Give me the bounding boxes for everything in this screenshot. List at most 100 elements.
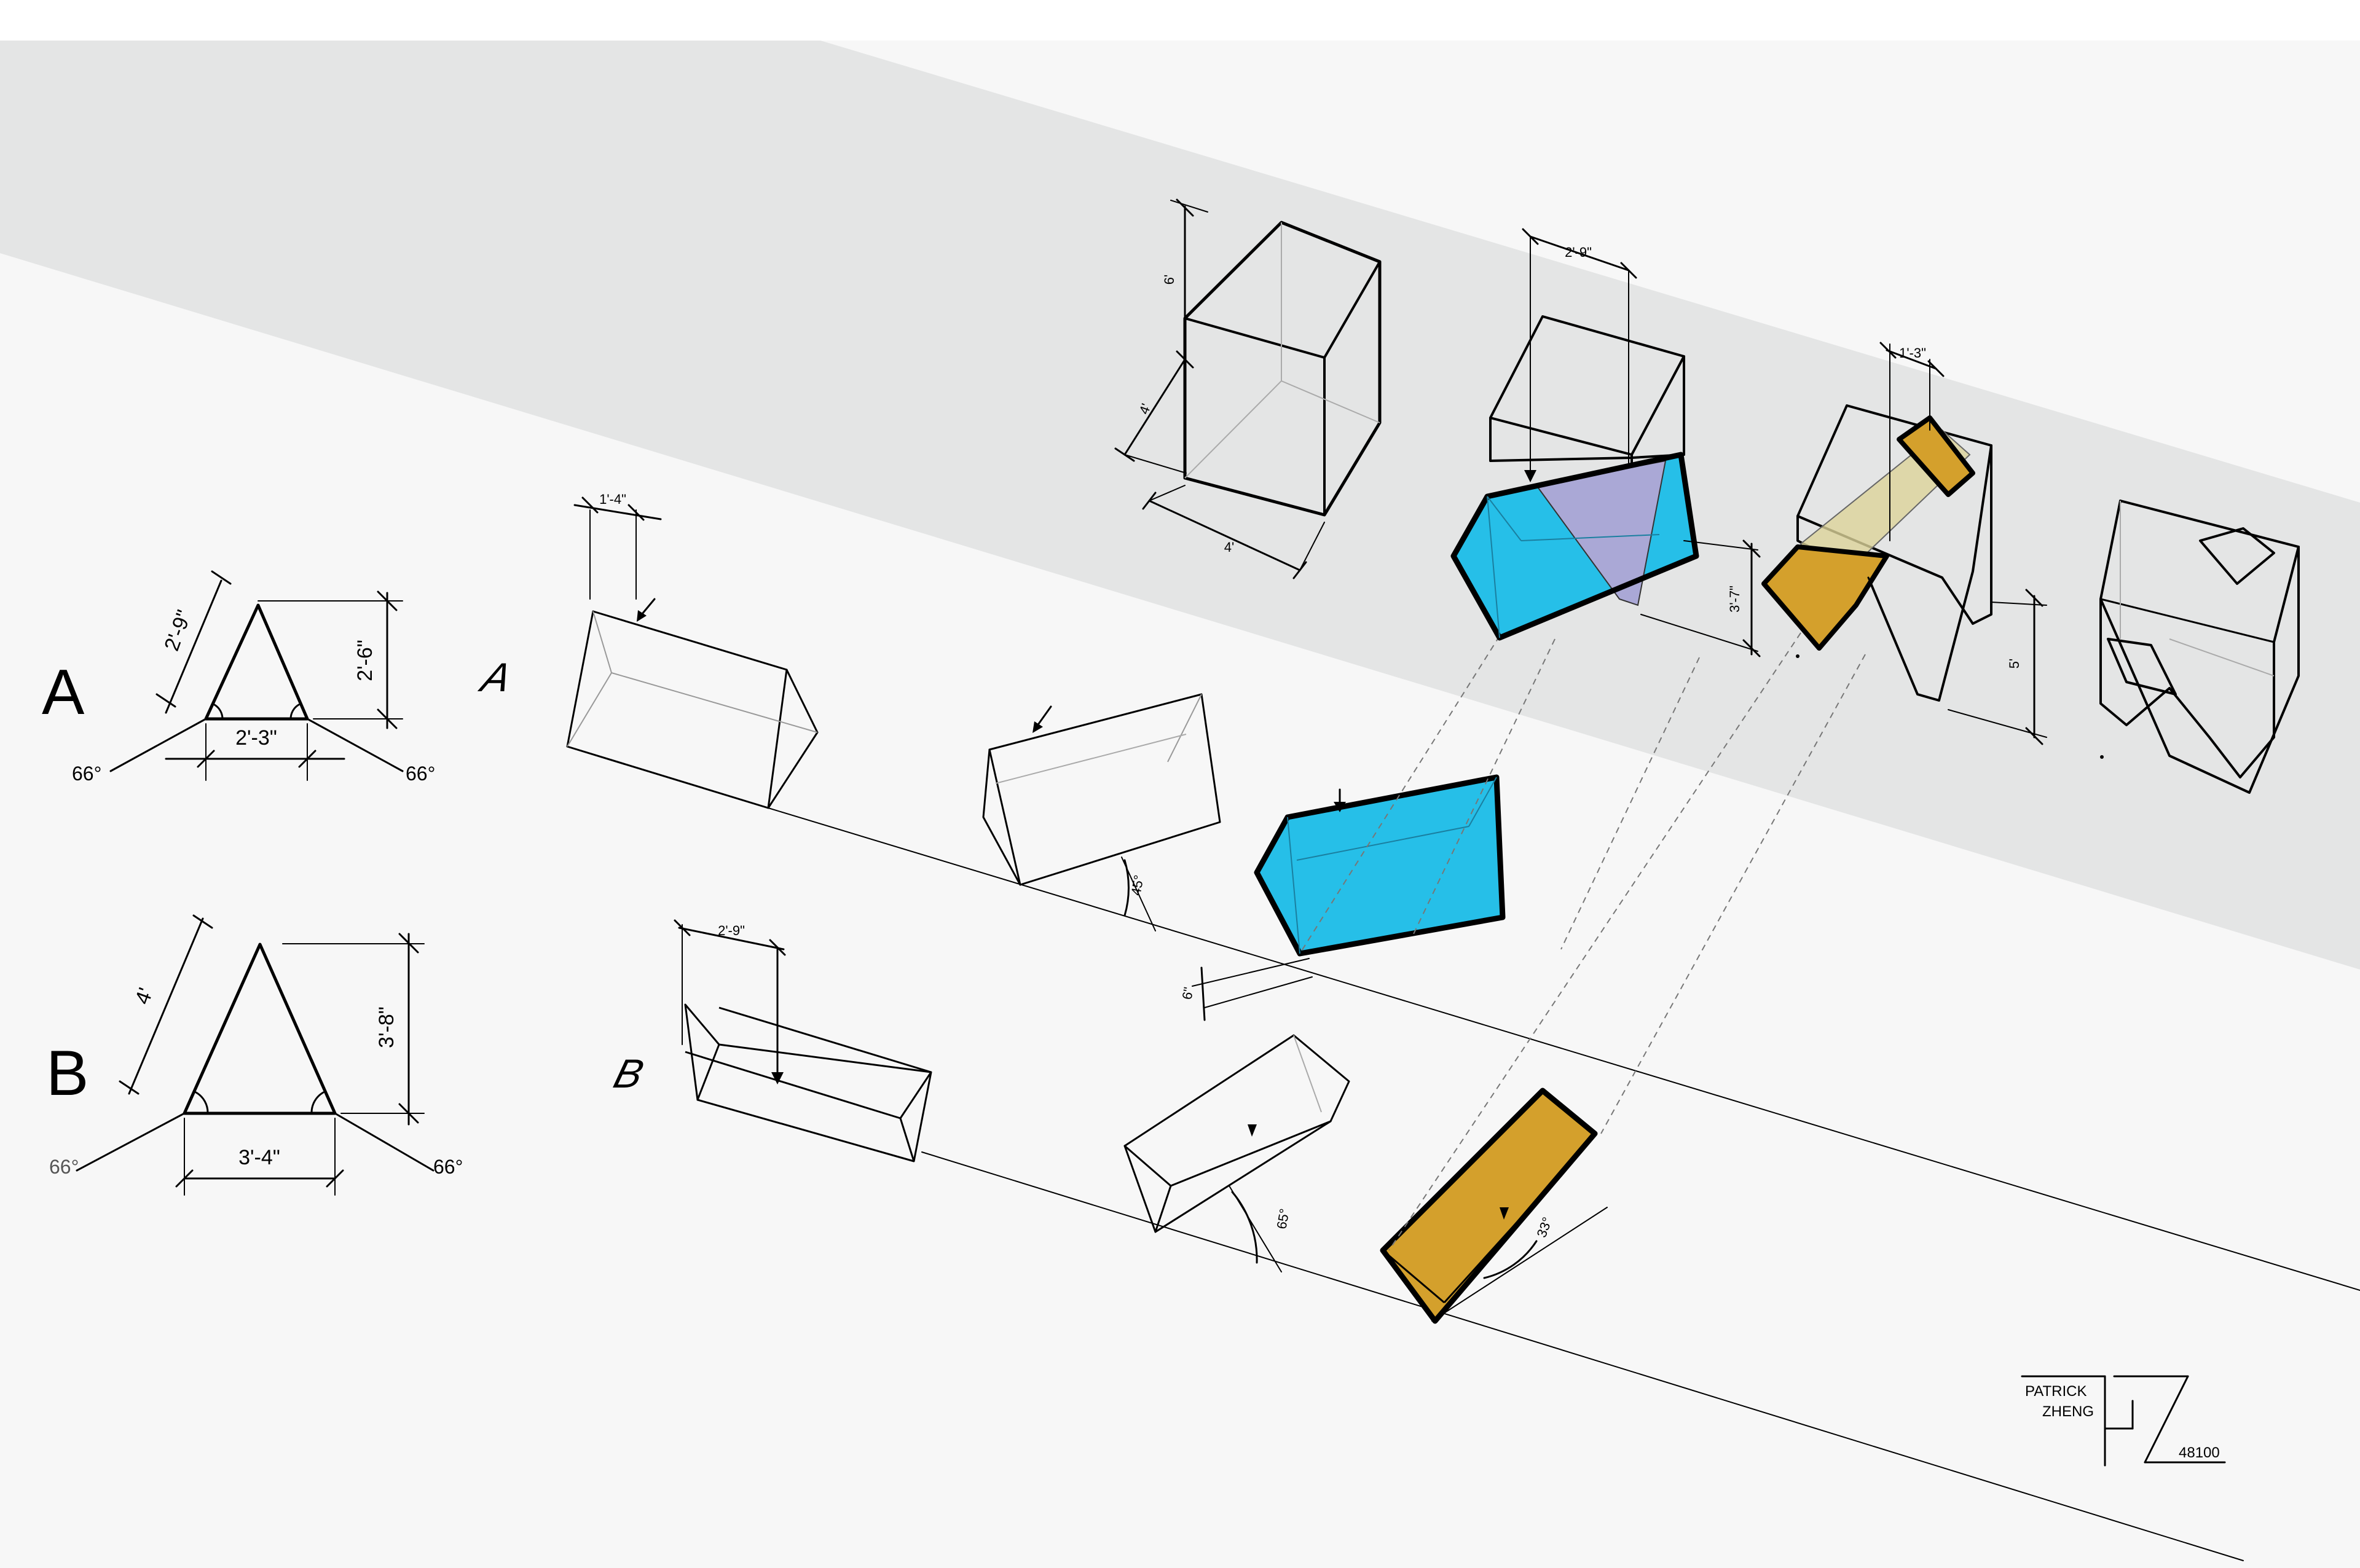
arrow-head (1248, 1124, 1257, 1137)
projection-line (1600, 654, 1866, 1134)
depth-label-a: 1'-4" (599, 492, 626, 507)
signature-first-name: PATRICK (2025, 1383, 2087, 1400)
triangle-b (183, 943, 337, 1115)
prism-a-hidden-edge (592, 611, 612, 673)
prism-a-rotated: 45° (982, 693, 1221, 931)
hidden-edge (1520, 534, 1660, 541)
tick-mark (155, 693, 176, 708)
hidden-edge (1293, 1035, 1322, 1113)
cube-4-notch-bottom (2107, 638, 2177, 696)
cube-3-outline (1796, 404, 1992, 625)
base-label-a: 2'-3" (235, 726, 277, 750)
base-label-b: 3'-4" (238, 1146, 280, 1169)
dimension-depth-b (678, 927, 785, 951)
projection-line (1560, 657, 1700, 950)
arrow-head (1500, 1207, 1509, 1220)
projection-line (1388, 614, 1814, 1251)
prism-b-rotated-edge (1154, 1185, 1172, 1233)
point-marker (1796, 654, 1800, 658)
depth-label-b: 2'-9" (718, 923, 745, 938)
tick-mark (1879, 342, 1897, 359)
dimension-cut-width (1529, 235, 1630, 272)
label-section-b: B (46, 1038, 88, 1109)
rotation-guide (1121, 857, 1156, 931)
prism-a-cyan-fill (1257, 777, 1503, 954)
extension-line (1149, 485, 1186, 501)
extension-line (1683, 540, 1758, 551)
hidden-edge (1487, 496, 1522, 541)
extension-line (1204, 976, 1313, 1008)
tick-mark (581, 496, 599, 514)
prism-a-rotated-edge (988, 748, 1021, 886)
hidden-edge (1468, 777, 1497, 827)
cube-3-edge (1867, 576, 1919, 696)
tick-mark (175, 1169, 194, 1188)
tick-mark (1742, 639, 1761, 657)
dimension-cube-left (1123, 358, 1186, 456)
hidden-edge (1167, 694, 1202, 762)
tick-mark (1176, 198, 1194, 217)
rotation-label-a: 45° (1128, 874, 1146, 896)
tick-mark (398, 1103, 419, 1124)
cube-3-gold-top-outline (1897, 415, 1975, 497)
cube-1-hidden-edge (1281, 380, 1380, 423)
dimension-depth-a (573, 504, 662, 520)
extension-line (1640, 614, 1758, 652)
cube-3-gold-bottom-outline (1761, 544, 1889, 651)
tick-mark (377, 590, 398, 611)
cube-2-cut-outline (1450, 452, 1699, 641)
prism-b: 2'-9" B (609, 919, 932, 1162)
extension-line-right-a (306, 718, 404, 772)
dimension-side-a (165, 579, 222, 714)
cube-left-label: 4' (1136, 401, 1154, 416)
angle-arc-left-b (195, 1091, 209, 1115)
cube-4 (2099, 500, 2300, 794)
projection-line (1299, 635, 1500, 954)
prism-b-end-edge (899, 1072, 932, 1119)
angle-arc-right-a (289, 704, 300, 720)
extension-line-left-b (76, 1112, 186, 1172)
tilt-guide (1431, 1207, 1608, 1322)
prism-a-hidden-edge (567, 672, 612, 747)
prism-a-cyan-outline (1254, 774, 1506, 957)
tick-mark (2025, 589, 2043, 607)
tick-mark (377, 708, 398, 729)
angle-arc-right-b (310, 1091, 324, 1115)
tick-mark (298, 750, 317, 768)
tick-mark (197, 750, 215, 768)
ground-line-a (768, 807, 2360, 1291)
prism-b-rotated-edge (1123, 1145, 1172, 1187)
cut-depth-label: 3'-7" (1727, 586, 1742, 613)
signature-line (2144, 1375, 2189, 1464)
tilt-arc (1483, 1240, 1538, 1279)
extension-line-left-a (109, 718, 207, 772)
hidden-edge (1296, 826, 1469, 861)
dimension-slot-width (1886, 349, 1937, 370)
ground-line-b (921, 1151, 2244, 1561)
triangle-b-diagram: B 4' 3'-8" 3'-4" 66° 66° (46, 914, 463, 1196)
dimension-side-b (128, 917, 204, 1095)
extension-line (1991, 602, 2047, 606)
prism-b-ridge (685, 1051, 901, 1119)
tick-mark (1742, 539, 1761, 558)
signature-number: 48100 (2179, 1445, 2220, 1461)
prism-b-rotated-outline (1123, 1034, 1350, 1233)
height-label-b: 3'-8" (375, 1006, 398, 1048)
cube-bottom-label: 4' (1224, 539, 1234, 555)
extension-line (1124, 454, 1187, 474)
tick-mark (2025, 727, 2043, 745)
tick-mark (326, 1169, 344, 1188)
dimension-offset (1200, 966, 1206, 1021)
prism-a-outline (566, 610, 819, 809)
prism-b-gold-fill (1383, 1091, 1595, 1321)
cube-top-label: 6' (1162, 275, 1177, 284)
prism-b-gold-edge (1443, 1142, 1590, 1304)
angle-right-label-b: 66° (433, 1156, 463, 1178)
prism-a-rotated-outline (982, 693, 1221, 886)
prism-b-rotated: 65° (1123, 1034, 1350, 1272)
prism-a-cyan: 6" (1179, 774, 1506, 1021)
tick-mark (211, 570, 232, 585)
dimension-cube-bottom (1148, 500, 1301, 571)
